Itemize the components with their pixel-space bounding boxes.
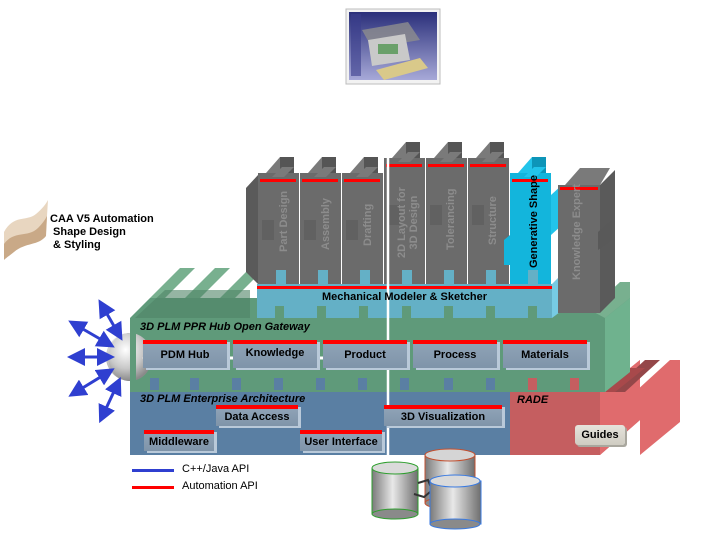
column-connector xyxy=(276,270,286,284)
column-4 xyxy=(384,142,425,284)
shape-design-swirl-icon xyxy=(4,200,48,260)
column-label-part-design: Part Design xyxy=(278,190,290,252)
column-top-block xyxy=(398,152,420,162)
column-notch xyxy=(472,205,484,225)
hub-box-process: Process xyxy=(413,340,497,368)
automation-api-marker xyxy=(512,179,548,182)
caa-note-line2: Shape Design xyxy=(50,226,126,238)
column-label-generative-shape: Generative Shape xyxy=(528,175,540,268)
legend-swatch-cpp-java xyxy=(132,469,174,472)
column-5 xyxy=(426,142,467,284)
column-label-assembly: Assembly xyxy=(320,198,332,250)
modeler-layer-label: Mechanical Modeler & Sketcher xyxy=(321,291,488,303)
column-label-knowledge-expert: Knowledge Expert xyxy=(571,184,583,280)
column-top-block xyxy=(440,152,462,162)
enterprise-box-middleware: Middleware xyxy=(144,430,214,451)
column-connector xyxy=(486,270,496,284)
column-notch xyxy=(388,205,400,225)
column-2 xyxy=(300,157,341,284)
knowledge-expert-column xyxy=(558,168,615,313)
automation-api-marker xyxy=(428,164,464,167)
legend-swatch-automation xyxy=(132,486,174,489)
column-top-block xyxy=(314,167,336,177)
catia-screenshot-thumbnail xyxy=(345,8,441,85)
cpp-java-api-arrows xyxy=(67,299,123,424)
column-notch xyxy=(304,220,316,240)
column-body xyxy=(510,173,551,284)
automation-api-marker xyxy=(470,164,506,167)
hub-box-knowledge: Knowledge xyxy=(233,340,317,368)
column-connector xyxy=(402,270,412,284)
column-connector xyxy=(360,270,370,284)
hub-box-pdm-hub: PDM Hub xyxy=(143,340,227,368)
hub-box-materials: Materials xyxy=(503,340,587,368)
hub-box-product: Product xyxy=(323,340,407,368)
database-cylinders xyxy=(371,448,482,530)
column-top-block xyxy=(482,152,504,162)
automation-api-marker xyxy=(386,164,422,167)
database-green xyxy=(371,461,419,520)
column-label-tolerancing: Tolerancing xyxy=(445,188,457,250)
column-label-2d-layout-line1: 2D Layout for xyxy=(396,187,408,258)
application-columns xyxy=(246,142,562,284)
column-label-structure: Structure xyxy=(487,196,499,245)
automation-api-marker xyxy=(302,179,338,182)
column-notch xyxy=(262,220,274,240)
column-side-face xyxy=(246,175,258,284)
enterprise-layer-title: 3D PLM Enterprise Architecture xyxy=(140,393,306,405)
legend-label-cpp-java: C++/Java API xyxy=(182,463,250,475)
column-6 xyxy=(468,142,509,284)
rade-layer-title: RADE xyxy=(517,394,549,406)
hub-layer-title: 3D PLM PPR Hub Open Gateway xyxy=(140,321,310,333)
column-top-block xyxy=(272,167,294,177)
legend-label-automation: Automation API xyxy=(182,480,258,492)
column-1 xyxy=(258,157,299,284)
enterprise-box-3d-visualization: 3D Visualization xyxy=(384,405,502,426)
column-notch xyxy=(346,220,358,240)
caa-automation-note: CAA V5 Automation Shape Design & Styling xyxy=(50,213,154,252)
column-label-drafting: Drafting xyxy=(362,203,374,246)
enterprise-box-user-interface: User Interface xyxy=(300,430,382,451)
column-connector xyxy=(528,270,538,284)
column-connector xyxy=(318,270,328,284)
column-3 xyxy=(342,157,383,284)
column-top-block xyxy=(356,167,378,177)
automation-api-marker xyxy=(260,179,296,182)
enterprise-box-data-access: Data Access xyxy=(216,405,298,426)
caa-note-line3: & Styling xyxy=(50,239,101,251)
column-label-2d-layout-line2: 3D Design xyxy=(408,195,420,250)
column-notch xyxy=(430,205,442,225)
automation-api-marker xyxy=(344,179,380,182)
column-connector xyxy=(444,270,454,284)
caa-note-line1: CAA V5 Automation xyxy=(50,213,154,225)
database-blue xyxy=(429,474,482,530)
column-bump xyxy=(504,235,510,265)
column-top-block xyxy=(524,167,546,177)
rade-guides-box: Guides xyxy=(575,425,625,445)
